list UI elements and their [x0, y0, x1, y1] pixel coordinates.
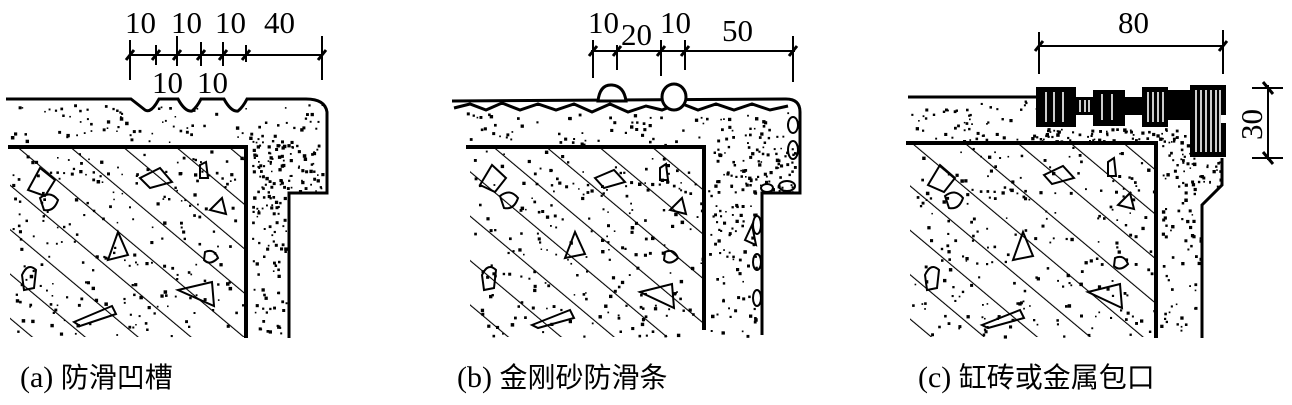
- panel-b-caption: (b) 金刚砂防滑条: [457, 360, 668, 396]
- panel-b-aggregate-stones: [478, 162, 688, 330]
- panel-b-carborundum-strips: [596, 82, 688, 112]
- panel-a-dimension-lines: [124, 36, 328, 80]
- panel-c-tile-nosing: 80 30: [906, 5, 1283, 339]
- panel-c-caption: (c) 缸砖或金属包口: [918, 360, 1155, 396]
- panel-a-concrete-edge: [8, 145, 248, 338]
- panel-c-tile-3: [1142, 87, 1168, 127]
- panel-b-aggregate-dots: [473, 150, 705, 338]
- panel-c-caption-text: 缸砖或金属包口: [958, 361, 1155, 394]
- panel-b-carborundum: 10 20 10 50: [451, 5, 802, 338]
- panel-c-caption-tag: (c): [918, 361, 952, 394]
- panel-c-concrete-edge: [906, 141, 1158, 338]
- panel-b-concrete-edge: [466, 145, 706, 330]
- panel-b-dim-4: 50: [722, 13, 753, 48]
- panel-b-caption-tag: (b): [457, 361, 492, 394]
- panel-b-dim-2: 20: [621, 17, 652, 52]
- panel-b-dim-1: 10: [588, 5, 619, 40]
- panel-c-dimension-lines: [1033, 30, 1283, 165]
- panel-a-caption: (a) 防滑凹槽: [20, 360, 173, 396]
- panel-c-tile-1: [1036, 87, 1076, 127]
- panel-b-caption-text: 金刚砂防滑条: [499, 361, 668, 394]
- panel-b-dim-3: 10: [660, 5, 691, 40]
- panel-a-aggregate-stones: [20, 160, 228, 328]
- panel-b-rough-surface-strip: [451, 97, 802, 335]
- panel-b-concrete-step: [470, 147, 704, 337]
- panel-c-screed-outline: [908, 95, 1224, 338]
- panel-a-dim-5: 10: [152, 65, 183, 100]
- panel-c-dim-height: 30: [1234, 109, 1269, 140]
- panel-a-dim-4: 40: [264, 5, 295, 40]
- panel-c-aggregate-stones: [923, 156, 1136, 330]
- panel-b-dimension-lines: [587, 36, 799, 82]
- panel-a-tread-surface-with-grooves: [6, 97, 329, 338]
- panel-a-caption-tag: (a): [20, 361, 54, 394]
- panel-c-dim-width: 80: [1118, 5, 1149, 40]
- panel-a-grooves: 10 10 10 40 10 10: [6, 5, 329, 338]
- panel-a-concrete-step: [10, 147, 246, 337]
- panel-b-rough-surface-texture: [453, 101, 789, 114]
- panel-a-dim-1: 10: [125, 5, 156, 40]
- panel-a-dim-2: 10: [171, 5, 202, 40]
- panel-a-dim-3: 10: [215, 5, 246, 40]
- panel-c-nosing-tiles: [1036, 85, 1227, 157]
- panel-b-nosing-pebbles: [743, 116, 799, 307]
- panel-a-dim-6: 10: [197, 65, 228, 100]
- panel-a-caption-text: 防滑凹槽: [60, 361, 173, 394]
